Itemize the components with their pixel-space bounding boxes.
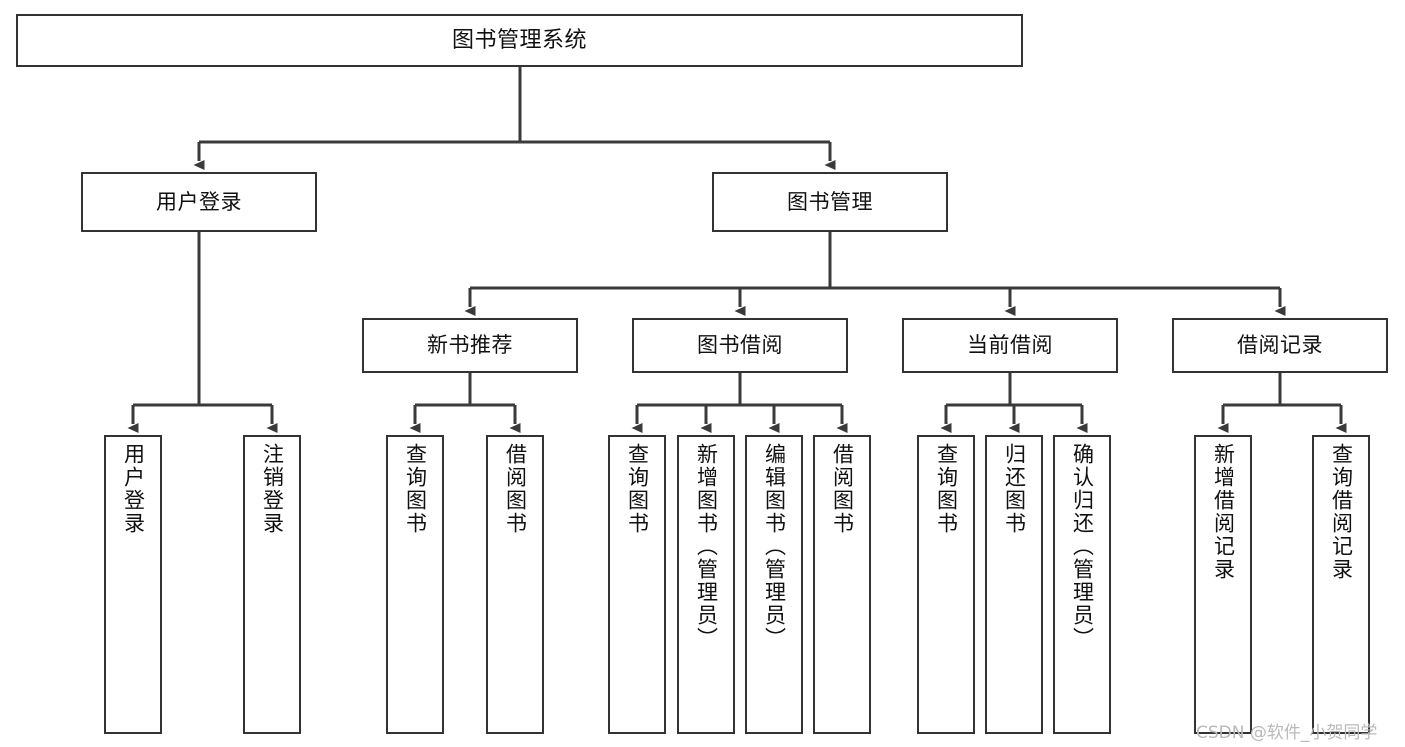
node-label: 图书管理	[787, 189, 873, 214]
node-l10[interactable]: 归还图书	[985, 435, 1043, 734]
node-l2[interactable]: 注销登录	[243, 435, 301, 734]
node-label: 查询图书	[625, 443, 650, 535]
node-l1[interactable]: 用户登录	[104, 435, 162, 734]
watermark-text: CSDN @软件_小贺同学	[1196, 723, 1378, 743]
node-bookmgmt[interactable]: 图书管理	[712, 172, 948, 232]
node-label: 归还图书	[1002, 443, 1027, 535]
node-label: 借阅图书	[503, 443, 528, 535]
node-label: 新增借阅记录	[1211, 443, 1236, 581]
node-label: 图书管理系统	[451, 27, 587, 53]
node-l3[interactable]: 查询图书	[386, 435, 444, 734]
node-label: 查询图书	[934, 443, 959, 535]
node-label: 新书推荐	[427, 333, 513, 358]
node-current[interactable]: 当前借阅	[902, 318, 1118, 373]
node-label: 用户登录	[156, 189, 242, 214]
node-label: 注销登录	[260, 443, 285, 535]
node-root[interactable]: 图书管理系统	[16, 14, 1023, 67]
node-borrow[interactable]: 图书借阅	[632, 318, 848, 373]
node-l11[interactable]: 确认归还（管理员）	[1053, 435, 1111, 734]
node-label: 新增图书（管理员）	[694, 443, 719, 650]
node-label: 当前借阅	[967, 333, 1053, 358]
node-l8[interactable]: 借阅图书	[813, 435, 871, 734]
node-label: 图书借阅	[697, 333, 783, 358]
node-label: 借阅图书	[830, 443, 855, 535]
node-l13[interactable]: 查询借阅记录	[1312, 435, 1370, 734]
node-label: 查询借阅记录	[1329, 443, 1354, 581]
node-l5[interactable]: 查询图书	[608, 435, 666, 734]
node-l4[interactable]: 借阅图书	[486, 435, 544, 734]
node-label: 编辑图书（管理员）	[762, 443, 787, 650]
node-label: 确认归还（管理员）	[1070, 443, 1095, 650]
node-l7[interactable]: 编辑图书（管理员）	[745, 435, 803, 734]
node-login[interactable]: 用户登录	[81, 172, 317, 232]
node-l6[interactable]: 新增图书（管理员）	[677, 435, 735, 734]
node-l12[interactable]: 新增借阅记录	[1194, 435, 1252, 734]
node-label: 用户登录	[121, 443, 146, 535]
node-label: 查询图书	[403, 443, 428, 535]
node-newbook[interactable]: 新书推荐	[362, 318, 578, 373]
node-l9[interactable]: 查询图书	[917, 435, 975, 734]
node-records[interactable]: 借阅记录	[1172, 318, 1388, 373]
node-label: 借阅记录	[1237, 333, 1323, 358]
